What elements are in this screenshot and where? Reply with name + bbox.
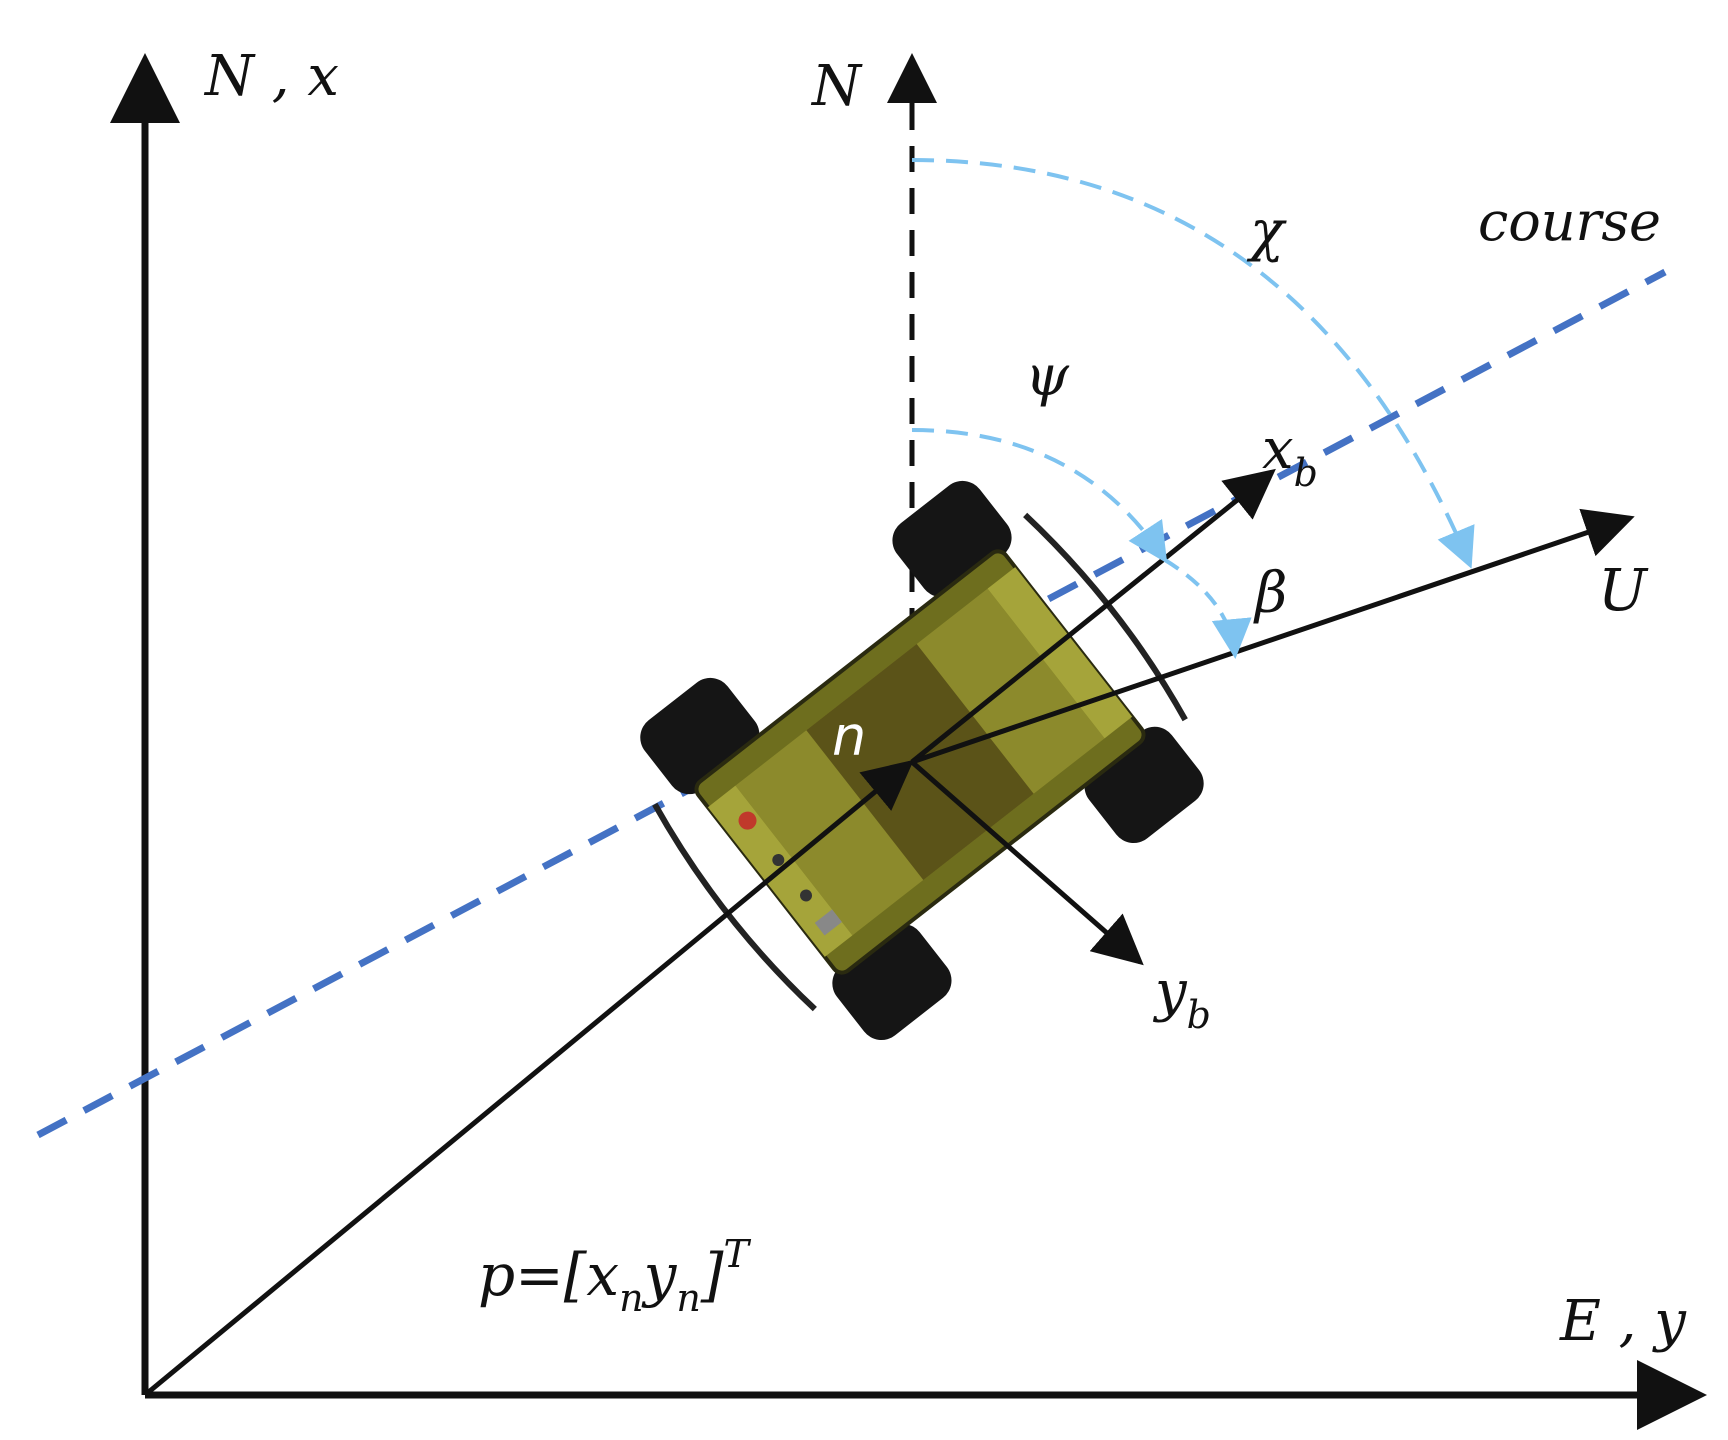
course-line: [36, 268, 1667, 1139]
position-vector: [143, 759, 914, 1397]
north-x-axis-label: N , x: [203, 44, 339, 109]
robot-origin-label: n: [832, 705, 866, 768]
velocity-vector: [911, 508, 1635, 765]
beta-label: β: [1253, 561, 1287, 626]
body-y-axis-label: yb: [1152, 959, 1211, 1037]
chi-label: χ: [1246, 199, 1287, 264]
chi-angle-arc: [911, 158, 1475, 569]
position-vector-label: p=[xnyn]T: [478, 1232, 751, 1320]
robot-icon: [640, 480, 1204, 1041]
body-y-axis: [910, 760, 1144, 966]
course-label: course: [1478, 190, 1661, 253]
velocity-label: U: [1598, 556, 1649, 624]
north-reference-label: N: [810, 54, 863, 119]
psi-label: ψ: [1025, 344, 1070, 409]
beta-angle-arc: [1163, 558, 1252, 659]
psi-angle-arc: [911, 428, 1168, 564]
east-y-axis-label: E , y: [1559, 1289, 1687, 1354]
body-x-axis: [910, 468, 1276, 764]
body-x-axis-label: xb: [1262, 417, 1318, 495]
